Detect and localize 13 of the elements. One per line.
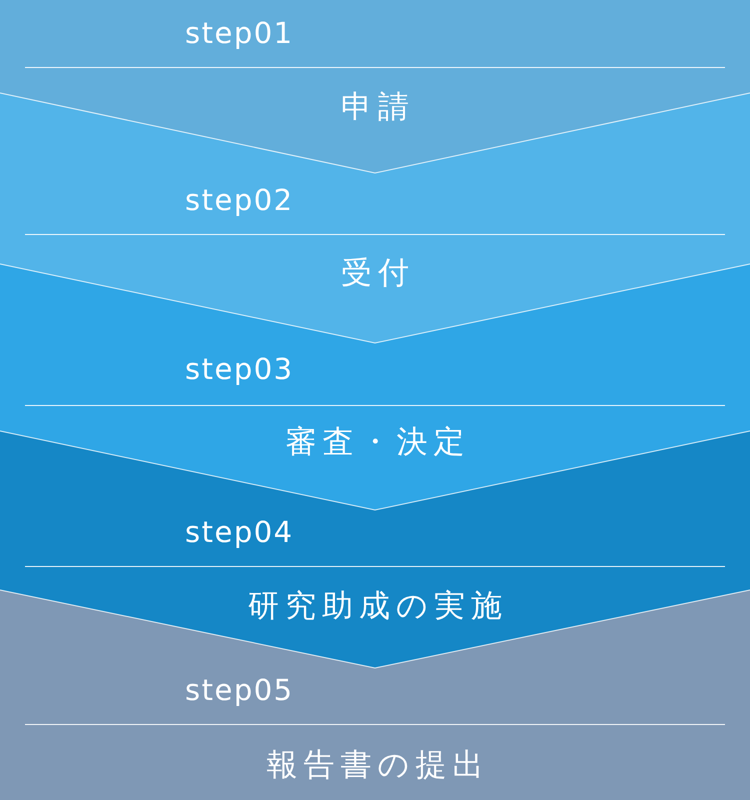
step-number-label: step02: [185, 183, 294, 217]
step-title: 研究助成の実施: [247, 587, 508, 626]
chevron-step-band: [0, 590, 750, 800]
step-title: 受付: [340, 254, 415, 293]
step-number-label: step04: [185, 515, 294, 549]
step-title: 申請: [340, 88, 415, 127]
step-title: 報告書の提出: [266, 746, 490, 785]
chevron-step-band: [0, 0, 750, 173]
step-number-label: step01: [185, 16, 294, 50]
chevron-step-band: [0, 93, 750, 343]
step-number-label: step03: [185, 352, 294, 386]
step-number-label: step05: [185, 673, 294, 707]
step-title: 審査・決定: [284, 423, 470, 462]
